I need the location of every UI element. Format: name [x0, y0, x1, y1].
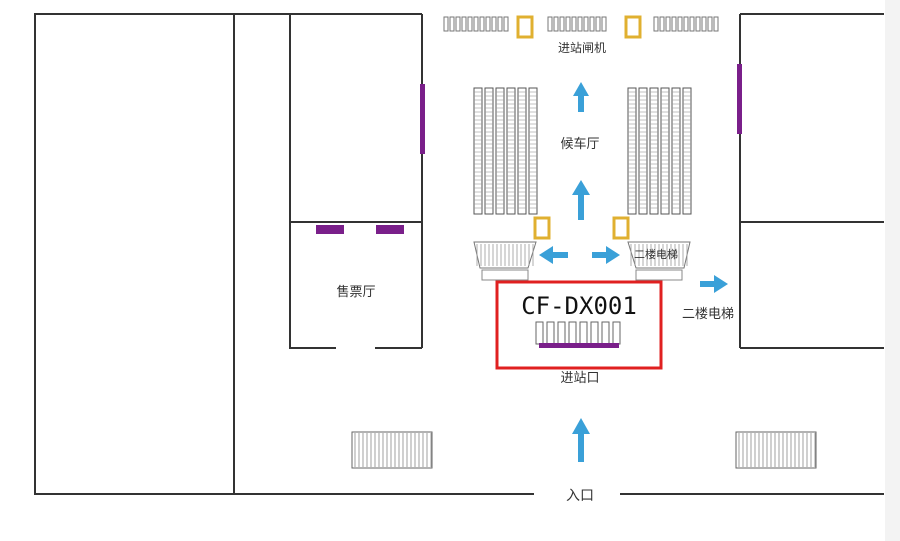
ticket-hall-block — [289, 14, 423, 349]
seat-row-icon — [682, 87, 692, 215]
entrance-gate — [590, 321, 599, 345]
station-entrance-label: 进站口 — [560, 371, 599, 386]
building-walls — [34, 13, 884, 495]
entrance-gate — [568, 321, 577, 345]
ticket-window-2 — [376, 225, 404, 234]
highlight-code: CF-DX001 — [521, 292, 637, 320]
gate-lane — [671, 16, 677, 32]
gate-lane — [677, 16, 683, 32]
gate-icon — [624, 15, 642, 39]
gate-lane — [589, 16, 595, 32]
seat-row-icon — [484, 87, 494, 215]
gate-icon — [516, 15, 534, 39]
seat-row-icon — [506, 87, 516, 215]
highlight-box — [495, 280, 663, 370]
entrance-counter — [539, 343, 619, 348]
gate-lane — [497, 16, 503, 32]
escalator-right — [627, 241, 691, 281]
gate-lane — [583, 16, 589, 32]
arrow-up-icon — [572, 180, 590, 220]
gate-icon — [533, 216, 551, 240]
seat-row-icon — [649, 87, 659, 215]
entrance-gate — [601, 321, 610, 345]
stairs-icon — [735, 431, 817, 469]
gate-lane — [443, 16, 449, 32]
gate-lane — [559, 16, 565, 32]
right-block — [739, 14, 884, 349]
stairs-icon — [351, 431, 433, 469]
gate-lane — [665, 16, 671, 32]
gate-lane — [695, 16, 701, 32]
gate-lane — [455, 16, 461, 32]
escalator-base — [481, 269, 529, 281]
entry-gates-label: 进站闸机 — [558, 41, 606, 55]
arrow-right-icon — [592, 246, 620, 264]
seat-row-icon — [638, 87, 648, 215]
gate-lane — [713, 16, 719, 32]
gate-lane — [473, 16, 479, 32]
seat-block-right — [627, 87, 692, 215]
seat-row-icon — [517, 87, 527, 215]
gate-lane — [503, 16, 509, 32]
entrance-gate — [579, 321, 588, 345]
station-entrance-gates — [535, 321, 621, 345]
entrance-gate — [557, 321, 566, 345]
ticket-window-right — [420, 84, 425, 154]
entry-gate-row — [443, 16, 719, 32]
gate-lane — [701, 16, 707, 32]
arrow-up-icon — [573, 82, 589, 112]
seat-row-icon — [473, 87, 483, 215]
gate-lane — [479, 16, 485, 32]
seat-row-icon — [660, 87, 670, 215]
gate-lane — [485, 16, 491, 32]
gate-lane — [547, 16, 553, 32]
gate-icon — [612, 216, 630, 240]
upstairs-escalator-inner-label: 二楼电梯 — [634, 247, 678, 261]
stairs-left — [351, 431, 433, 469]
gate-lane — [707, 16, 713, 32]
gate-lane — [491, 16, 497, 32]
entrance-gate — [535, 321, 544, 345]
gate-lane — [565, 16, 571, 32]
main-entrance-label: 入口 — [566, 488, 594, 504]
seat-row-icon — [627, 87, 637, 215]
arrow-left-icon — [539, 246, 568, 264]
gate-lane — [595, 16, 601, 32]
seat-row-icon — [671, 87, 681, 215]
gate-lane — [467, 16, 473, 32]
gate-lane — [653, 16, 659, 32]
gate-lane — [461, 16, 467, 32]
arrow-up-icon — [572, 418, 590, 462]
gate-lane — [449, 16, 455, 32]
gate-lane — [683, 16, 689, 32]
entrance-gate — [546, 321, 555, 345]
seat-row-icon — [495, 87, 505, 215]
gate-lane — [601, 16, 607, 32]
gate-lane — [571, 16, 577, 32]
ticket-hall-label: 售票厅 — [336, 284, 375, 300]
gate-lane — [659, 16, 665, 32]
ticket-window-1 — [316, 225, 344, 234]
seat-block-left — [473, 87, 538, 215]
arrow-right-icon — [700, 275, 728, 293]
entrance-gate — [612, 321, 621, 345]
gate-lane — [689, 16, 695, 32]
right-counter — [737, 64, 742, 134]
escalator-base — [635, 269, 683, 281]
upstairs-escalator-outer-label: 二楼电梯 — [682, 307, 734, 322]
gate-lane — [553, 16, 559, 32]
stairs-right — [735, 431, 817, 469]
seat-row-icon — [528, 87, 538, 215]
waiting-hall-label: 候车厅 — [560, 136, 599, 152]
escalator-left — [473, 241, 537, 281]
page-edge — [885, 0, 900, 541]
gate-lane — [577, 16, 583, 32]
